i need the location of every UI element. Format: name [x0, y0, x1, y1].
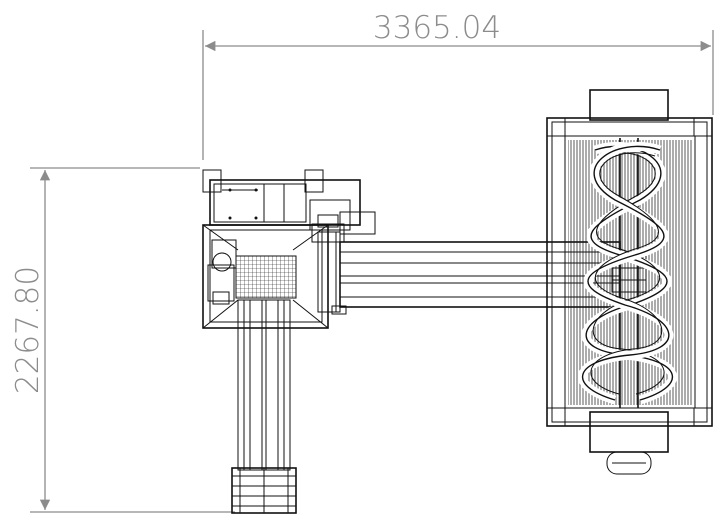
width-dimension-label: 3365.04	[373, 10, 501, 46]
hopper-box	[202, 214, 347, 329]
width-dimension: 3365.04	[202, 10, 714, 160]
vertical-conveyor	[231, 299, 297, 514]
drive-unit	[202, 169, 376, 235]
height-dimension: 2267.80	[10, 167, 235, 513]
height-dimension-label: 2267.80	[10, 266, 46, 394]
screen-assembly	[546, 89, 713, 475]
